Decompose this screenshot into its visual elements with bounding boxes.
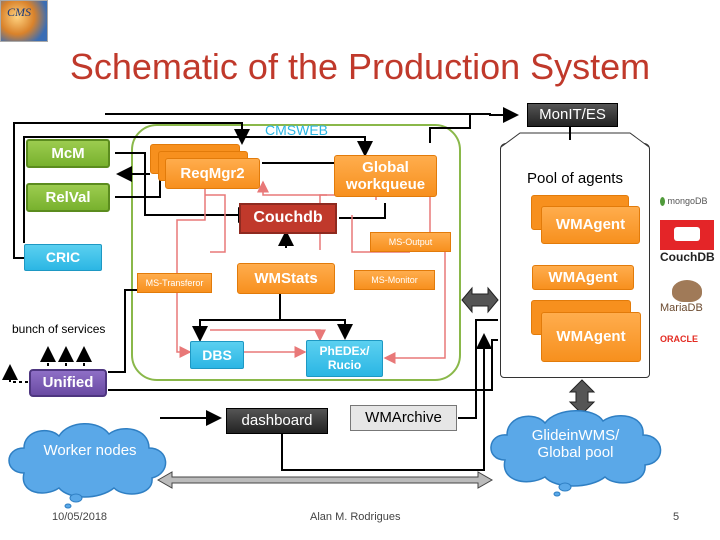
ms-output-box: MS-Output <box>370 232 451 252</box>
dashboard-box: dashboard <box>226 408 328 434</box>
mongodb-logo: mongoDB <box>660 196 708 207</box>
mongodb-leaf-icon <box>660 197 665 207</box>
wmagent-1-box: WMAgent <box>541 206 640 244</box>
relval-box: RelVal <box>26 183 110 212</box>
mariadb-logo-text: MariaDB <box>660 302 703 314</box>
worker-nodes-label: Worker nodes <box>43 442 137 459</box>
oracle-logo: ORACLE <box>660 334 698 344</box>
wmagent-3-box: WMAgent <box>541 312 641 362</box>
seal-icon <box>672 280 702 302</box>
page-title: Schematic of the Production System <box>69 46 651 87</box>
worker-nodes-cloud <box>8 423 167 509</box>
ms-monitor-box: MS-Monitor <box>354 270 435 290</box>
page-number: 5 <box>673 511 680 523</box>
monit-es-box: MonIT/ES <box>527 103 618 127</box>
couch-icon <box>674 227 700 241</box>
global-workqueue-box: Global workqueue <box>334 155 437 197</box>
bunch-of-services-label: bunch of services <box>12 322 106 336</box>
cms-logo-text: CMS <box>7 5 31 19</box>
wmarchive-box: WMArchive <box>350 405 457 431</box>
reqmgr2-box: ReqMgr2 <box>165 158 260 189</box>
footer-date: 10/05/2018 <box>52 511 108 523</box>
dbs-box: DBS <box>190 341 244 369</box>
couchdb-logo-text: CouchDB <box>660 250 715 264</box>
cmsweb-container <box>131 124 461 381</box>
phedex-rucio-box: PhEDEx/ Rucio <box>306 340 383 377</box>
couchdb-box: Couchdb <box>239 203 337 234</box>
pool-of-agents-roof <box>500 132 650 148</box>
mcm-box: McM <box>26 139 110 168</box>
glideinwms-cloud <box>490 410 662 497</box>
cmsweb-label: CMSWEB <box>265 122 328 138</box>
glideinwms-label: GlideinWMS/ Global pool <box>531 427 620 461</box>
cms-logo: CMS <box>0 0 48 42</box>
couchdb-logo-icon <box>660 220 714 250</box>
wmagent-2-box: WMAgent <box>532 265 634 290</box>
mariadb-logo: MariaDB <box>660 280 714 314</box>
mongodb-logo-text: mongoDB <box>667 196 708 206</box>
cric-box: CRIC <box>24 244 102 271</box>
couchdb-logo: CouchDB <box>660 220 715 270</box>
pool-of-agents-label: Pool of agents <box>527 170 623 187</box>
footer-author: Alan M. Rodrigues <box>310 511 401 523</box>
wmstats-box: WMStats <box>237 263 335 294</box>
unified-box: Unified <box>29 369 107 397</box>
ms-transferor-box: MS-Transferor <box>137 273 212 293</box>
